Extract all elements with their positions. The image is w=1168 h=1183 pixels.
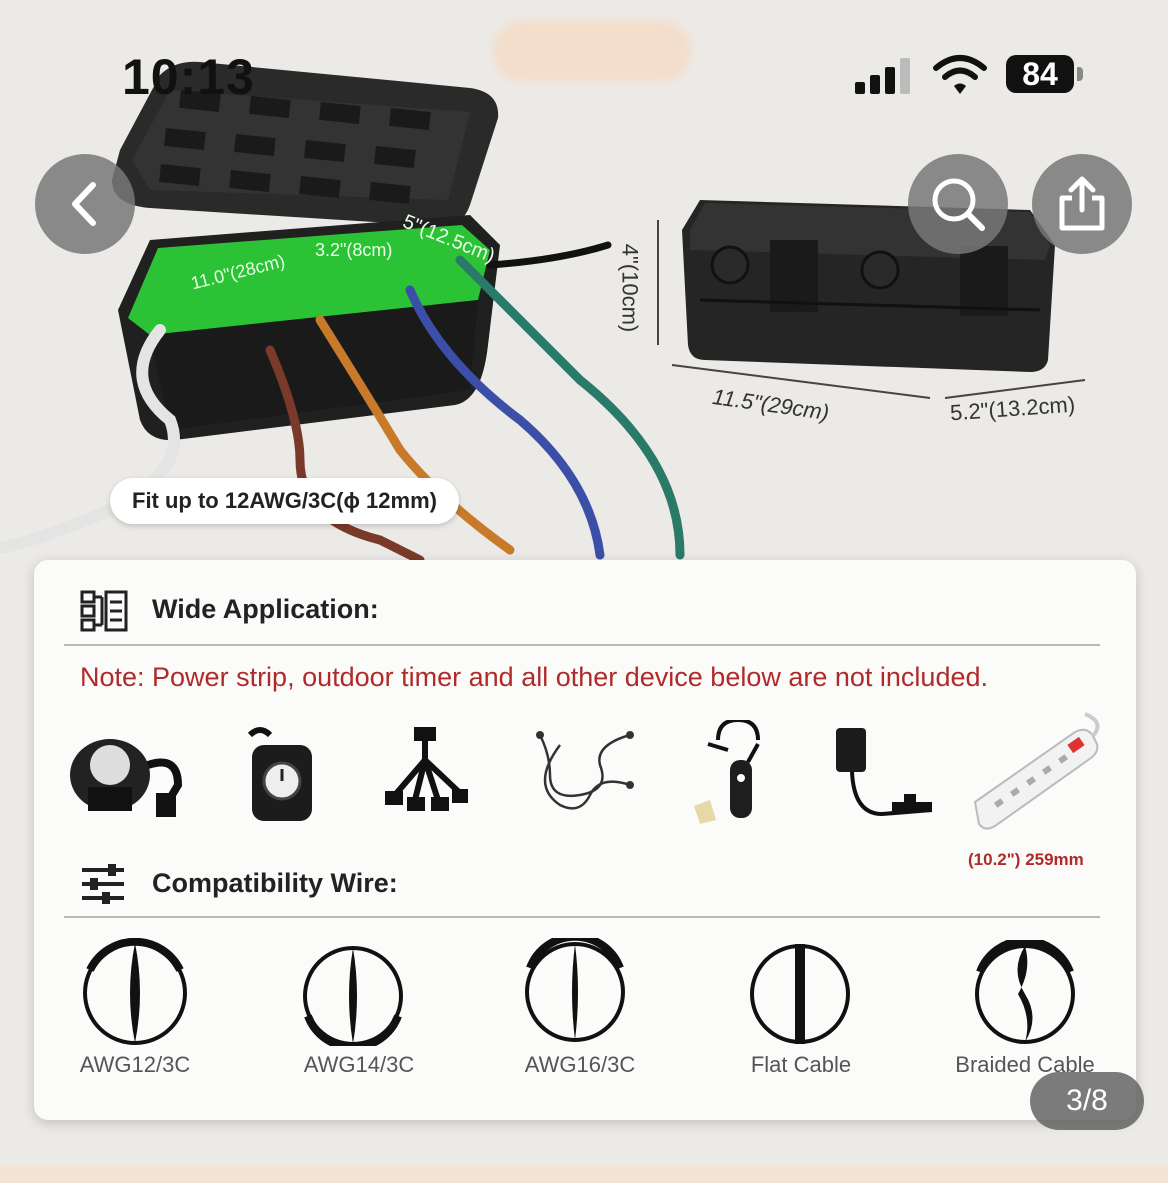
battery-level: 84 (1006, 55, 1074, 93)
outdoor-timer-icon (247, 727, 312, 821)
cables (0, 241, 685, 565)
wire-label-awg12: AWG12/3C (79, 1052, 191, 1077)
battery-indicator: 84 (1006, 55, 1088, 95)
divider (64, 916, 1100, 918)
wire-label-awg14: AWG14/3C (303, 1052, 415, 1077)
share-button[interactable] (1032, 154, 1132, 254)
info-card (34, 560, 1136, 1120)
divider (64, 644, 1100, 646)
search-button[interactable] (908, 154, 1008, 254)
dim-height: 4"(10cm) (617, 243, 643, 333)
box-lid (112, 61, 499, 227)
fit-label: Fit up to 12AWG/3C(ϕ 12mm) (110, 478, 459, 524)
share-icon (1059, 176, 1105, 231)
compatibility-wire-title: Compatibility Wire: (152, 868, 398, 898)
camera-glow (492, 20, 692, 82)
y-cable-icon (536, 731, 634, 810)
chevron-left-icon (72, 182, 96, 226)
dim-inner-width: 3.2"(8cm) (315, 240, 393, 260)
not-included-note: Note: Power strip, outdoor timer and all… (80, 662, 988, 692)
wifi-icon (933, 55, 987, 94)
wire-label-awg16: AWG16/3C (524, 1052, 636, 1077)
cellular-signal-icon (855, 58, 910, 94)
wire-awg16-icon (525, 938, 625, 1042)
power-strip-measure: (10.2") 259mm (968, 850, 1084, 869)
bottom-strip (0, 1165, 1168, 1183)
search-icon (932, 178, 985, 231)
braided-cable-icon (975, 940, 1075, 1044)
wire-awg14-icon (303, 946, 403, 1046)
box-base-open (118, 215, 500, 441)
dimension-lines (657, 220, 1086, 399)
wire-label-flat: Flat Cable (750, 1052, 852, 1077)
status-time: 10:13 (122, 49, 255, 105)
sliders-icon (82, 864, 124, 904)
application-grid-icon (80, 590, 128, 632)
power-adapter-icon (836, 728, 933, 817)
product-illustration (0, 61, 1086, 565)
power-strip-icon (973, 712, 1100, 830)
gfci-cord-icon (694, 720, 760, 824)
image-page-indicator: 3/8 (1030, 1072, 1144, 1130)
wide-application-title: Wide Application: (152, 594, 379, 624)
battery-nub (1077, 67, 1083, 81)
wire-awg12-icon (83, 938, 187, 1045)
back-button[interactable] (35, 154, 135, 254)
splitter-cord-icon (385, 727, 468, 811)
smart-plug-icon (70, 739, 183, 817)
flat-cable-icon (750, 944, 850, 1044)
